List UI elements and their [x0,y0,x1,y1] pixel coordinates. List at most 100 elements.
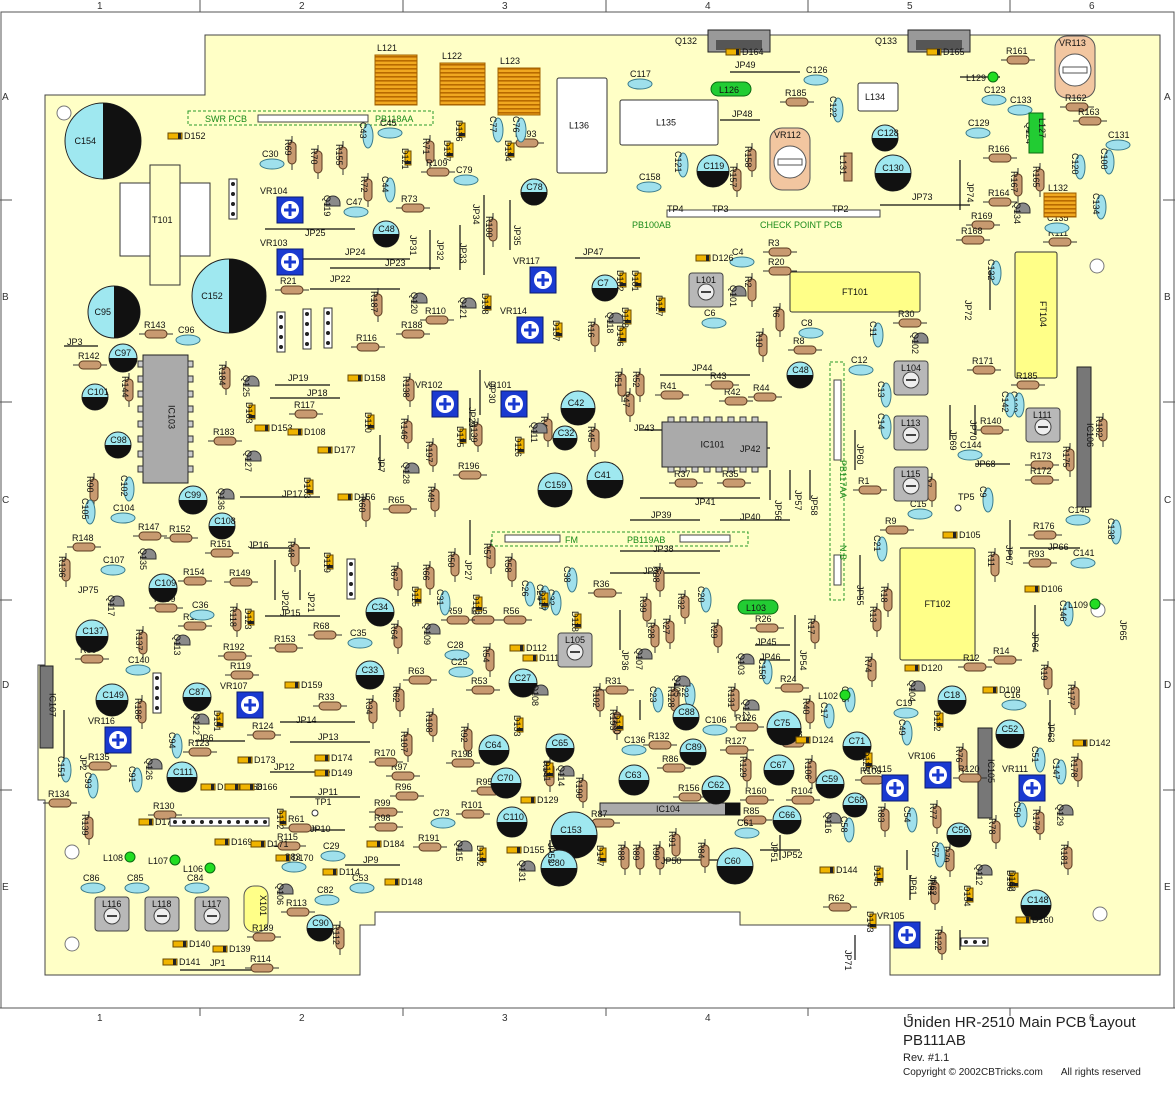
jumper-jp72: JP72 [963,300,973,321]
resistor-label: R181 [1059,844,1069,866]
electrolytic-c42: C42 [560,390,596,426]
diode-label: D139 [229,944,251,954]
trimpot-vr112: VR112 [769,127,811,191]
diode-label: D163 [244,402,254,424]
transformer-t101: T101 [119,164,211,286]
resistor-label: R17 [806,618,816,635]
resistor-label: R38 [651,566,661,583]
trimmer-label: VR103 [260,238,288,248]
resistor-r29: R29 [709,619,723,653]
resistor-r182: R182 [1094,413,1108,447]
resistor-r153: R153 [269,634,303,653]
resistor-r136: R136 [57,553,71,587]
diode-label: D137 [442,140,452,162]
electrolytic-c59: C59 [815,769,845,799]
trimmer-vr104: VR104 [260,186,304,224]
resistor-r96: R96 [390,782,424,801]
resistor-r34: R34 [364,695,378,729]
jumper-jp33: JP33 [458,243,468,264]
electrolytic-c97: C97 [108,343,138,373]
resistor-r143: R143 [139,320,173,339]
jumper-jp62: JP62 [928,875,938,896]
capacitor-label: C94 [167,732,177,749]
diode-d113: D113 [471,594,483,615]
resistor-label: R99 [374,798,391,808]
jumper-label: JP21 [306,592,316,613]
trimpot-label: VR112 [774,130,801,140]
resistor-r149: R149 [224,568,258,587]
capacitor-label: C14 [876,413,886,430]
capacitor-c135: C135 [1044,213,1070,234]
electrolytic-label: C119 [703,161,724,171]
diode-label: D120 [921,663,943,673]
resistor-label: R142 [78,351,100,361]
coil-can-label: L116 [102,899,121,909]
diode-label: D141 [179,957,201,967]
diode-label: D133 [512,715,522,737]
electrolytic-label: C149 [102,690,124,700]
jumper-jp22: JP22 [330,274,351,284]
electrolytic-c67: C67 [763,754,795,786]
resistor-label: R3 [768,238,780,248]
resistor-r76: R76 [954,743,968,777]
transistor-label: Q128 [401,462,411,484]
transistor-label: Q122 [191,713,201,735]
resistor-label: R57 [482,543,492,560]
resistor-r102: R102 [591,683,605,717]
coil-can-l104: L104 [893,360,929,396]
module-label: FT104 [1038,301,1048,327]
resistor-label: R81 [926,879,936,896]
capacitor-label: C141 [1073,548,1095,558]
electrolytic-label: C90 [312,918,329,928]
module-l134: L134 [857,82,899,112]
jumper-label: JP10 [310,824,331,834]
diode-label: D123 [243,608,253,630]
jumper-jp55: JP55 [855,585,865,606]
inductor-label: L108 [103,853,123,863]
transistor-label: Q104 [907,680,917,702]
electrolytic-c66: C66 [772,805,802,835]
resistor-label: R12 [963,653,980,663]
ic-ic105: IC105 [977,727,996,819]
jumper-label: JP40 [740,512,761,522]
resistor-label: R68 [313,621,330,631]
electrolytic-label: C42 [568,398,585,408]
electrolytic-c137: C137 [75,619,109,653]
electrolytic-label: C60 [724,856,741,866]
resistor-r37: R37 [669,469,703,488]
coil-can-label: L105 [565,635,585,645]
resistor-r10: R10 [754,328,768,362]
capacitor-c20: C20 [696,586,712,613]
jumper-label: JP7 [376,457,386,473]
inductor-l132: L132 [1043,183,1077,218]
capacitor-label: C21 [872,535,882,552]
capacitor-label: C120 [1070,153,1080,175]
trimpot-vr113: VR113 [1054,35,1096,99]
capacitor-label: C35 [350,628,367,638]
electrolytic-c159: C159 [537,472,573,508]
capacitor-label: C82 [317,885,334,895]
resistor-label: R158 [743,146,753,168]
transistor-label: Q127 [243,450,253,472]
diode-d105: D105 [942,530,981,540]
jumper-label: JP34 [471,204,481,225]
transistor-label: Q103 [736,653,746,675]
capacitor-c93: C93 [83,772,99,799]
resistor-r190: R190 [574,774,588,808]
trimmer-vr103: VR103 [260,238,304,276]
resistor-label: R26 [755,614,772,624]
grid-row-B-right: B [1164,292,1171,303]
diode-d115: D115 [410,586,422,607]
electrolytic-c99: C99 [178,485,208,515]
electrolytic-label: C56 [952,825,969,835]
grid-col-2-bottom: 2 [299,1013,305,1024]
jumper-jp12: JP12 [274,762,295,772]
electrolytic-c98: C98 [104,431,132,459]
jumper-label: JP29 [467,407,477,428]
resistor-r33: R33 [313,692,347,711]
ic-ic104: IC104 [599,802,741,816]
grid-col-5-top: 5 [907,1,913,12]
jumper-label: JP68 [975,459,996,469]
capacitor-c105: C105 [80,498,96,525]
resistor-label: R169 [971,211,993,221]
